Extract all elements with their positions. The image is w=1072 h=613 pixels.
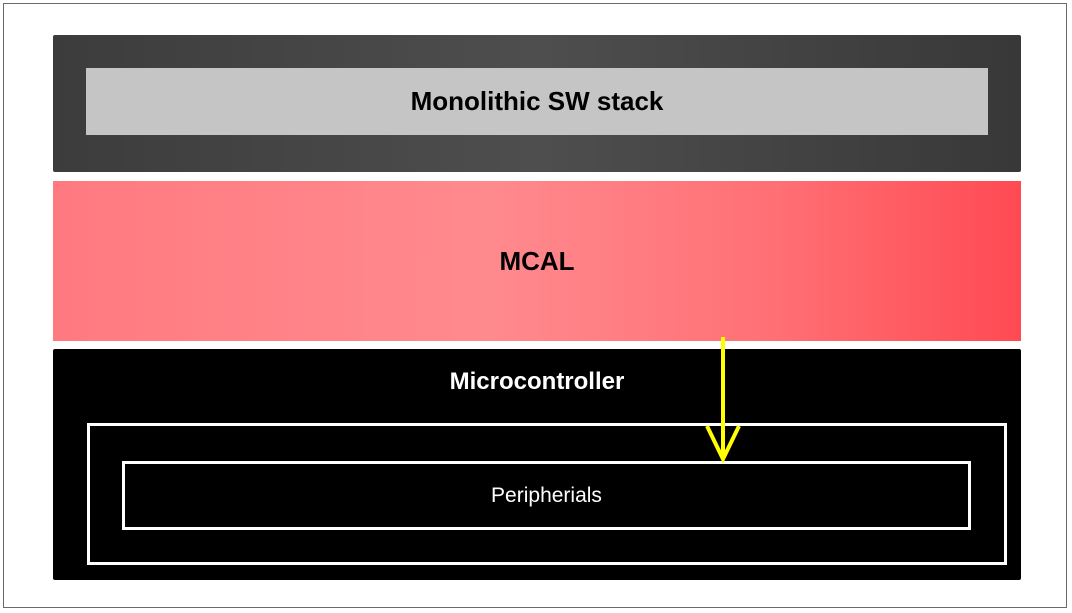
sw-stack-label: Monolithic SW stack	[410, 86, 664, 116]
sw-stack-box: Monolithic SW stack	[86, 68, 988, 135]
microcontroller-layer: Microcontroller Peripherials	[53, 349, 1021, 580]
peripherials-label: Peripherials	[491, 483, 602, 507]
mcal-layer: MCAL	[53, 181, 1021, 341]
sw-stack-layer: Monolithic SW stack	[53, 35, 1021, 172]
microcontroller-label: Microcontroller	[449, 368, 625, 395]
peripherials-box: Peripherials	[122, 461, 971, 530]
peripherials-outer-box	[87, 423, 1007, 565]
mcal-label: MCAL	[499, 245, 575, 276]
